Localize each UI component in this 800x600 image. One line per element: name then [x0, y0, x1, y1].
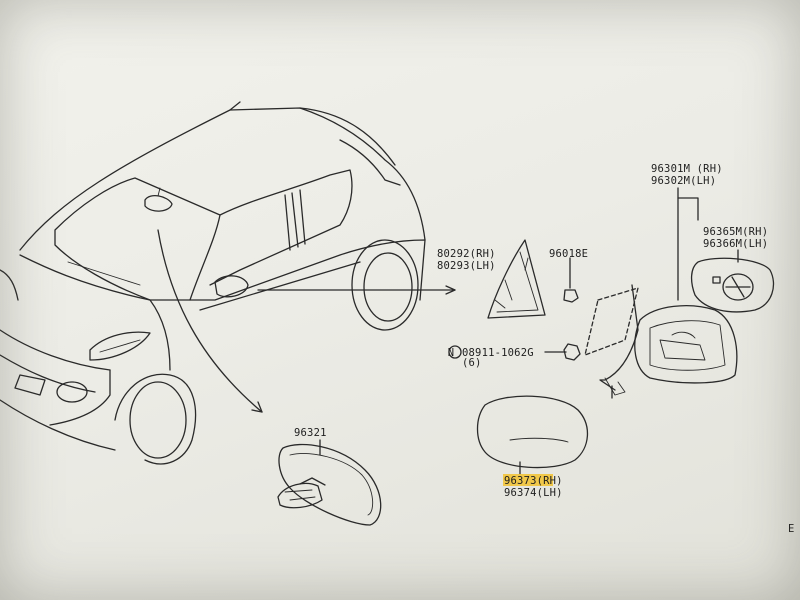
label-96301m-rh: 96301M (RH) — [651, 163, 723, 175]
label-96366m-lh: 96366M(LH) — [703, 238, 768, 250]
nut-part — [448, 343, 581, 361]
label-96321: 96321 — [294, 427, 327, 439]
label-96018e: 96018E — [549, 248, 588, 260]
label-96302m-lh: 96302M(LH) — [651, 175, 716, 187]
door-mirror-assembly — [584, 284, 738, 399]
label-96374-lh: 96374(LH) — [504, 487, 563, 499]
arrow-to-inner-mirror — [157, 229, 263, 413]
label-80293-lh: 80293(LH) — [437, 260, 496, 272]
label-96373-rh: 96373(RH) — [504, 475, 563, 487]
label-symbol-n: N — [448, 347, 455, 359]
label-80292-rh: 80292(RH) — [437, 248, 496, 260]
mirror-cover-part — [476, 395, 589, 475]
arrow-to-side-mirror — [257, 285, 456, 295]
label-08911-1062g: 08911-1062G — [462, 347, 534, 359]
corner-mark: E — [788, 523, 795, 535]
mirror-leaders — [677, 187, 699, 301]
inside-mirror-part — [277, 439, 382, 526]
label-96365m-rh: 96365M(RH) — [703, 226, 768, 238]
highlight-96373 — [503, 474, 553, 486]
car-illustration — [0, 101, 426, 465]
label-qty-6: (6) — [462, 357, 482, 369]
mirror-glass-part — [690, 249, 775, 313]
corner-finisher-part — [487, 239, 546, 319]
clip-part — [563, 257, 579, 303]
